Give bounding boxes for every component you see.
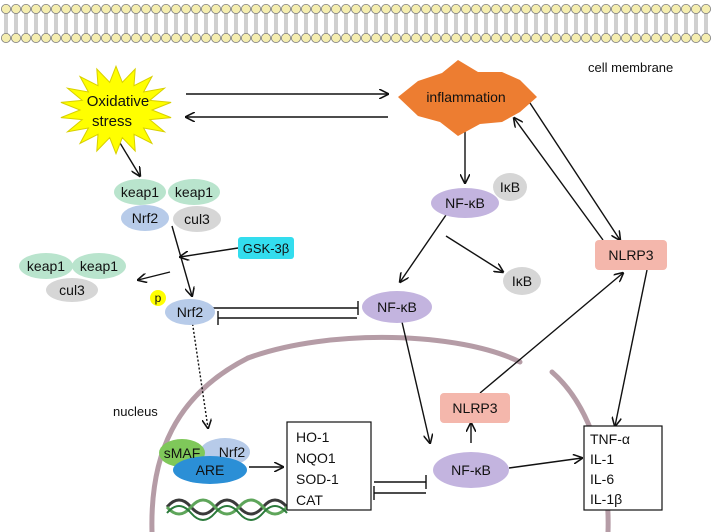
antioxidant-genes-box: HO-1 NQO1 SOD-1 CAT bbox=[286, 421, 372, 511]
arrow-nrf2-to-are bbox=[191, 319, 208, 428]
released-cul3 bbox=[46, 278, 98, 302]
arrow-nlrp3-to-nlrp3 bbox=[479, 273, 623, 394]
nfkb-bound bbox=[431, 188, 499, 218]
inflammation-shape bbox=[398, 60, 537, 136]
starburst-shape bbox=[60, 64, 172, 156]
nfkb-free bbox=[362, 291, 432, 323]
antioxidant-genes-frame bbox=[286, 421, 372, 511]
nfkb-nuclear-node: NF-κB bbox=[433, 452, 509, 488]
antioxidant-gene-item: CAT bbox=[296, 492, 323, 508]
antioxidant-gene-item: NQO1 bbox=[296, 450, 336, 466]
ikb-bound bbox=[493, 173, 527, 201]
arrow-nfkb-complex-to-nfkb bbox=[400, 214, 447, 282]
nrf2-free-node: p Nrf2 bbox=[150, 290, 215, 325]
cul3-bound-label: cul3 bbox=[184, 211, 210, 227]
arrow-nlrp3-to-cytokines bbox=[615, 269, 648, 426]
released-cul3-label: cul3 bbox=[59, 282, 85, 298]
antioxidant-gene-item: SOD-1 bbox=[296, 471, 339, 487]
nlrp3-cyto-label: NLRP3 bbox=[608, 247, 653, 263]
cytokines-box: TNF-α IL-1 IL-6 IL-1β bbox=[583, 425, 663, 511]
released-keap1-a bbox=[19, 253, 73, 279]
nuclear-envelope-left bbox=[149, 355, 251, 532]
keap1-b-label: keap1 bbox=[175, 184, 213, 200]
inflammation-node: inflammation bbox=[398, 60, 537, 136]
cytokines-frame bbox=[583, 425, 663, 511]
phospho-badge bbox=[150, 290, 166, 306]
released-keap1-b-label: keap1 bbox=[80, 258, 118, 274]
inflammation-label: inflammation bbox=[426, 89, 505, 105]
nrf2-free bbox=[165, 299, 215, 325]
are-complex: sMAF Nrf2 ARE bbox=[159, 438, 250, 484]
released-keap1-a-label: keap1 bbox=[27, 258, 65, 274]
arrow-nlrp3-to-inflammation bbox=[514, 118, 604, 241]
nrf2-bound bbox=[121, 205, 169, 231]
nrf2-nuclear-label: Nrf2 bbox=[219, 444, 246, 460]
arrow-gsk3b-to-nrf2-path bbox=[180, 247, 239, 257]
nlrp3-nuclear-node: NLRP3 bbox=[440, 393, 510, 423]
cytokine-item: TNF-α bbox=[590, 431, 630, 447]
oxidative-stress-label-line2: stress bbox=[92, 113, 132, 130]
nfkb-nuclear bbox=[433, 452, 509, 488]
arrow-nfkb-complex-to-ikb bbox=[445, 235, 503, 272]
gsk3b-box bbox=[238, 237, 294, 259]
gsk3b-label: GSK-3β bbox=[243, 241, 290, 256]
cytokine-item: IL-6 bbox=[590, 471, 614, 487]
cul3-bound bbox=[173, 206, 221, 232]
released-keap1-b bbox=[72, 253, 126, 279]
arrow-to-released-keap bbox=[138, 271, 171, 280]
arrow-nfkb-to-nuclear-nfkb bbox=[401, 321, 430, 443]
ikb-free bbox=[503, 267, 541, 295]
nlrp3-cyto-box bbox=[595, 240, 667, 270]
ikb-free-node: IκB bbox=[503, 267, 541, 295]
antioxidant-gene-item: HO-1 bbox=[296, 429, 330, 445]
keap1-nrf2-complex: keap1 keap1 Nrf2 cul3 bbox=[114, 179, 221, 232]
nrf2-bound-label: Nrf2 bbox=[132, 210, 159, 226]
cytokine-item: IL-1β bbox=[590, 491, 622, 507]
nfkb-bound-label: NF-κB bbox=[445, 195, 485, 211]
are-element bbox=[173, 456, 247, 484]
pathway-arrows bbox=[116, 94, 648, 500]
nfkb-nuclear-label: NF-κB bbox=[451, 462, 491, 478]
membrane-bilayer bbox=[1, 4, 711, 44]
oxidative-stress-node: Oxidative stress bbox=[60, 64, 172, 156]
ikb-free-label: IκB bbox=[512, 273, 532, 289]
arrow-complex-to-nrf2 bbox=[171, 225, 192, 296]
are-label: ARE bbox=[196, 462, 225, 478]
dna-helix-icon bbox=[165, 498, 289, 521]
ikb-bound-label: IκB bbox=[500, 179, 520, 195]
gsk3b-node: GSK-3β bbox=[238, 237, 294, 259]
cytokine-item: IL-1 bbox=[590, 451, 614, 467]
nlrp3-cyto-node: NLRP3 bbox=[595, 240, 667, 270]
smaf-label: sMAF bbox=[164, 445, 201, 461]
phospho-label: p bbox=[155, 291, 162, 305]
membrane-label: cell membrane bbox=[588, 60, 673, 75]
oxidative-stress-label-line1: Oxidative bbox=[87, 93, 150, 110]
nlrp3-nuclear-label: NLRP3 bbox=[452, 400, 497, 416]
arrow-inflammation-to-nlrp3 bbox=[527, 99, 620, 240]
cell-membrane: cell membrane bbox=[1, 4, 711, 75]
nucleus-label: nucleus bbox=[113, 404, 158, 419]
nrf2-free-label: Nrf2 bbox=[177, 304, 204, 320]
arrow-nfkb-to-cytokines bbox=[508, 458, 582, 469]
keap1-b bbox=[168, 179, 220, 205]
arrow-stress-to-keap-complex bbox=[116, 137, 140, 176]
nuclear-envelope-middle bbox=[245, 334, 523, 365]
keap1-a bbox=[114, 179, 166, 205]
nlrp3-nuclear-box bbox=[440, 393, 510, 423]
nfkb-free-node: NF-κB bbox=[362, 291, 432, 323]
nfkb-free-label: NF-κB bbox=[377, 299, 417, 315]
nfkb-ikb-complex: NF-κB IκB bbox=[431, 173, 527, 218]
keap1-a-label: keap1 bbox=[121, 184, 159, 200]
released-keap1-cul3: keap1 keap1 cul3 bbox=[19, 253, 126, 302]
